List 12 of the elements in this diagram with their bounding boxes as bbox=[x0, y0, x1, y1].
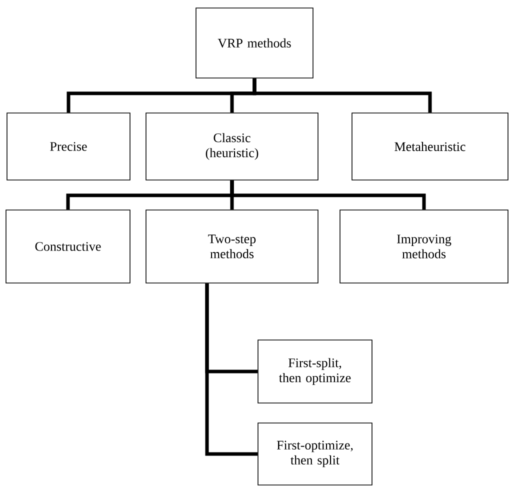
method-box: First-optimize, then split bbox=[258, 422, 372, 486]
method-box: First-split, then optimize bbox=[258, 340, 372, 404]
method-box: VRP methods bbox=[196, 8, 314, 78]
method-box: Two-step methods bbox=[146, 210, 318, 284]
method-box: Constructive bbox=[6, 210, 130, 284]
connector-line bbox=[252, 78, 432, 113]
connector-line bbox=[230, 180, 426, 210]
method-box: Precise bbox=[6, 112, 130, 180]
method-box: Classic (heuristic) bbox=[146, 112, 318, 180]
connector-line bbox=[205, 283, 258, 456]
method-box: Improving methods bbox=[340, 210, 508, 284]
method-box: Metaheuristic bbox=[352, 112, 508, 180]
